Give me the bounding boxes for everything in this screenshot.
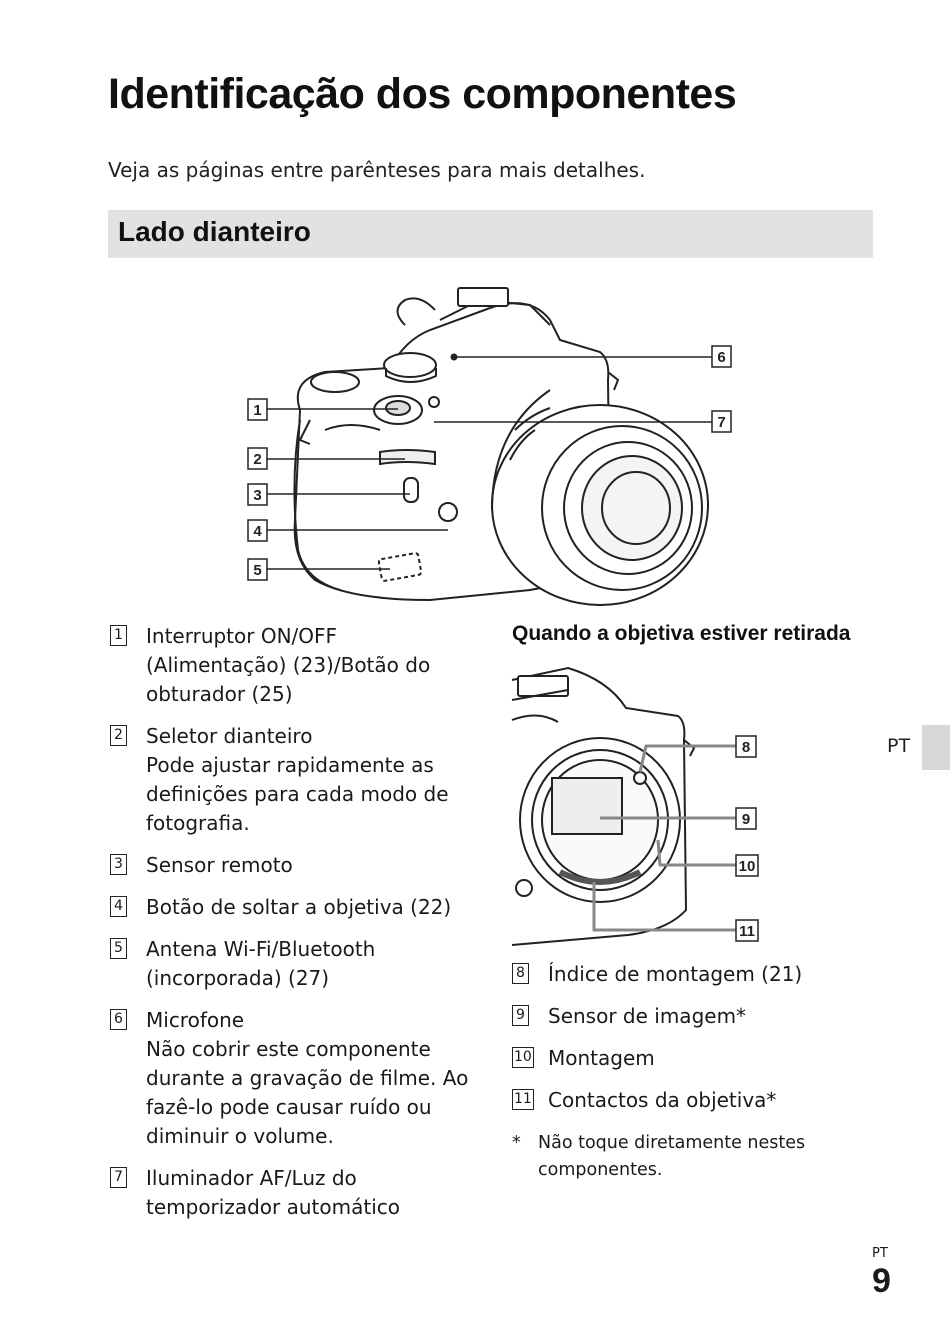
list-item: 8 Índice de montagem (21) — [512, 960, 842, 989]
footnote-marker: * — [512, 1133, 521, 1153]
callout-4: 4 — [253, 523, 262, 540]
list-item: 9 Sensor de imagem* — [512, 1002, 842, 1031]
item-title: Contactos da objetiva* — [548, 1088, 777, 1112]
callout-9: 9 — [742, 811, 750, 828]
item-number: 11 — [512, 1089, 534, 1110]
camera-front-illustration: 1 2 3 4 5 6 7 — [247, 287, 732, 606]
item-title: Iluminador AF/Luz do temporizador automá… — [146, 1166, 400, 1219]
item-number: 3 — [110, 854, 127, 875]
callout-3: 3 — [253, 487, 261, 504]
mount-figure-heading: Quando a objetiva estiver retirada — [512, 622, 851, 645]
page-number: 9 — [872, 1262, 891, 1300]
list-item: 11 Contactos da objetiva* — [512, 1086, 842, 1115]
item-number: 1 — [110, 625, 127, 646]
section-header: Lado dianteiro — [108, 210, 873, 258]
page-subtitle: Veja as páginas entre parênteses para ma… — [108, 158, 646, 182]
item-title: Botão de soltar a objetiva (22) — [146, 895, 452, 919]
callout-11: 11 — [739, 923, 755, 940]
list-item: 7 Iluminador AF/Luz do temporizador auto… — [110, 1164, 480, 1222]
list-item: 6 Microfone Não cobrir este componente d… — [110, 1006, 480, 1151]
callout-10: 10 — [739, 858, 756, 875]
component-list-front: 1 Interruptor ON/OFF (Alimentação) (23)/… — [110, 622, 480, 1235]
language-tab-label: PT — [887, 735, 911, 757]
item-number: 4 — [110, 896, 127, 917]
item-number: 5 — [110, 938, 127, 959]
item-title: Índice de montagem (21) — [548, 962, 803, 986]
list-item: 10 Montagem — [512, 1044, 842, 1073]
page-language: PT — [872, 1246, 888, 1261]
list-item: 2 Seletor dianteiro Pode ajustar rapidam… — [110, 722, 480, 838]
item-title: Seletor dianteiro — [146, 724, 313, 748]
camera-mount-illustration: 8 9 10 11 — [511, 666, 759, 946]
callout-7: 7 — [717, 414, 725, 431]
item-number: 8 — [512, 963, 529, 984]
list-item: 3 Sensor remoto — [110, 851, 480, 880]
section-title: Lado dianteiro — [118, 216, 311, 247]
item-title: Microfone — [146, 1008, 245, 1032]
item-title: Interruptor ON/OFF (Alimentação) (23)/Bo… — [146, 624, 431, 706]
item-number: 2 — [110, 725, 127, 746]
list-item: 1 Interruptor ON/OFF (Alimentação) (23)/… — [110, 622, 480, 709]
item-description: Não cobrir este componente durante a gra… — [146, 1037, 469, 1148]
page-title: Identificação dos componentes — [108, 70, 737, 118]
callout-6: 6 — [717, 349, 725, 366]
item-number: 7 — [110, 1167, 127, 1188]
component-list-mount: 8 Índice de montagem (21) 9 Sensor de im… — [512, 960, 842, 1128]
footnote: * Não toque diretamente nestes component… — [512, 1130, 852, 1184]
language-tab — [922, 725, 950, 770]
footnote-text: Não toque diretamente nestes componentes… — [538, 1133, 806, 1180]
item-number: 9 — [512, 1005, 529, 1026]
item-title: Antena Wi-Fi/Bluetooth (incorporada) (27… — [146, 937, 376, 990]
callout-5: 5 — [253, 562, 261, 579]
callout-8: 8 — [742, 739, 750, 756]
item-number: 6 — [110, 1009, 127, 1030]
callout-2: 2 — [253, 451, 261, 468]
item-title: Montagem — [548, 1046, 655, 1070]
item-title: Sensor remoto — [146, 853, 293, 877]
item-title: Sensor de imagem* — [548, 1004, 747, 1028]
list-item: 4 Botão de soltar a objetiva (22) — [110, 893, 480, 922]
item-description: Pode ajustar rapidamente as definições p… — [146, 753, 449, 835]
list-item: 5 Antena Wi-Fi/Bluetooth (incorporada) (… — [110, 935, 480, 993]
callout-1: 1 — [253, 402, 261, 419]
item-number: 10 — [512, 1047, 534, 1068]
